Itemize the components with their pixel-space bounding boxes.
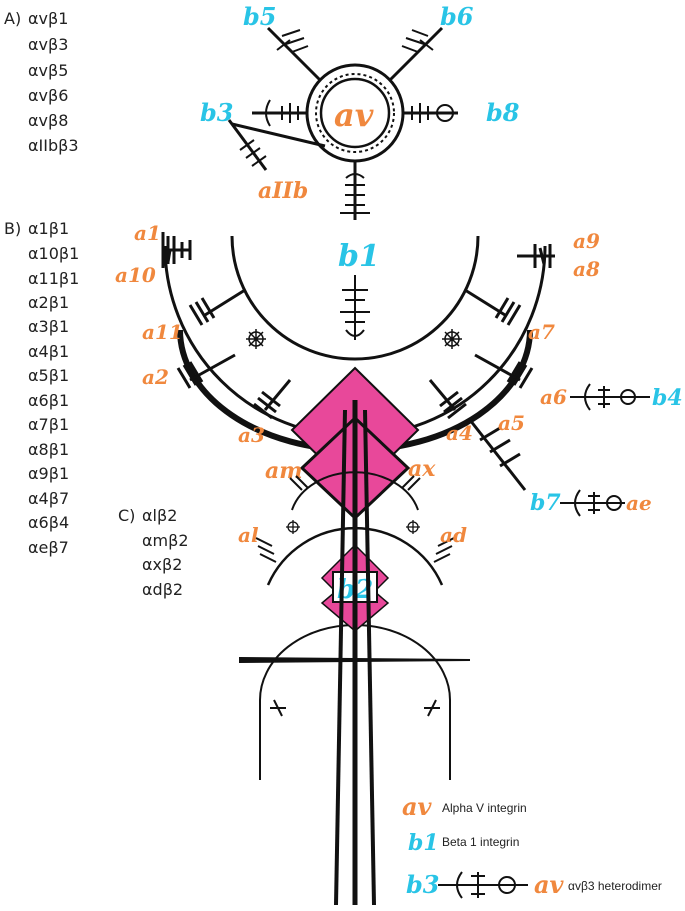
list-b: B) α1β1 α10β1 α11β1 α2β1 α3β1 α4β1 α5β1 … (4, 219, 79, 557)
list-b-item: α4β7 (28, 489, 69, 508)
wheel-icon-c-right (406, 520, 420, 534)
wheel-icon-right (442, 329, 462, 349)
a7-label: a7 (528, 320, 555, 344)
a1-label: a1 (134, 221, 161, 245)
a3-label: a3 (238, 423, 265, 447)
list-a-item: αvβ8 (28, 111, 68, 130)
b4-label: b4 (652, 385, 683, 411)
list-c-item: αxβ2 (142, 555, 182, 574)
list-a-header: A) (4, 9, 21, 28)
b1-center-glyph (340, 275, 370, 340)
list-a-item: αvβ1 (28, 9, 68, 28)
legend-heterodimer-connector (438, 871, 528, 899)
list-c-item: αdβ2 (142, 580, 183, 599)
a8-label: a8 (573, 257, 600, 281)
list-b-item: α2β1 (28, 293, 69, 312)
legend-av-glyph: av (402, 792, 433, 821)
b1-spokes (161, 232, 555, 491)
legend-b1-text: Beta 1 integrin (442, 835, 519, 849)
list-b-item: α6β1 (28, 391, 69, 410)
b7-label: b7 (530, 490, 561, 516)
a9-label: a9 (573, 229, 600, 253)
b6-label: b6 (440, 2, 474, 31)
list-c: C) αlβ2 αmβ2 αxβ2 αdβ2 (118, 506, 189, 599)
list-b-item: α11β1 (28, 269, 79, 288)
ae-label: ae (626, 491, 652, 515)
list-a: A) αvβ1 αvβ3 αvβ5 αvβ6 αvβ8 αIIbβ3 (4, 9, 79, 155)
list-c-header: C) (118, 506, 135, 525)
av-center-label: av (334, 96, 374, 134)
a4-label: a4 (446, 421, 473, 445)
list-a-item: αvβ3 (28, 35, 68, 54)
b7-connector (560, 489, 625, 517)
list-c-item: αlβ2 (142, 506, 177, 525)
a10-label: a10 (115, 263, 156, 287)
legend-b1-glyph: b1 (408, 830, 439, 856)
list-a-item: αIIbβ3 (28, 136, 79, 155)
list-b-item: α10β1 (28, 244, 79, 263)
list-a-item: αvβ5 (28, 61, 68, 80)
aIIb-label: aIIb (258, 178, 308, 204)
al-label: al (238, 523, 259, 547)
list-a-item: αvβ6 (28, 86, 68, 105)
list-b-item: α1β1 (28, 219, 69, 238)
legend-b3-glyph: b3 (406, 870, 439, 899)
list-b-item: α8β1 (28, 440, 69, 459)
wheel-icon-left (246, 329, 266, 349)
b3-label: b3 (200, 98, 233, 127)
central-stems (239, 400, 471, 906)
list-b-item: α3β1 (28, 317, 69, 336)
av-ring (305, 63, 405, 163)
b4-connector (570, 383, 650, 411)
b8-label: b8 (486, 98, 520, 127)
list-b-item: α9β1 (28, 464, 69, 483)
legend: av Alpha V integrin b1 Beta 1 integrin b… (402, 792, 662, 899)
b1-label: b1 (338, 239, 380, 274)
legend-av-text: Alpha V integrin (442, 801, 527, 815)
ad-label: ad (440, 523, 467, 547)
a2-label: a2 (142, 365, 169, 389)
list-b-item: α4β1 (28, 342, 69, 361)
legend-heterodimer-text: αvβ3 heterodimer (568, 879, 662, 893)
a6-label: a6 (540, 385, 567, 409)
list-c-item: αmβ2 (142, 531, 189, 550)
a5-label: a5 (498, 411, 525, 435)
list-b-item: α5β1 (28, 366, 69, 385)
av-spoke-glyphs (239, 29, 454, 214)
wheel-icon-c-left (286, 520, 300, 534)
list-b-header: B) (4, 219, 21, 238)
b5-label: b5 (243, 2, 276, 31)
b2-ticks (255, 475, 455, 717)
am-label: am (265, 458, 303, 484)
list-b-item: α6β4 (28, 513, 69, 532)
av-spokes (227, 26, 458, 220)
a11-label: a11 (142, 320, 183, 344)
list-b-item: α7β1 (28, 415, 69, 434)
legend-av-glyph-2: av (534, 870, 565, 899)
list-b-item: αeβ7 (28, 538, 69, 557)
